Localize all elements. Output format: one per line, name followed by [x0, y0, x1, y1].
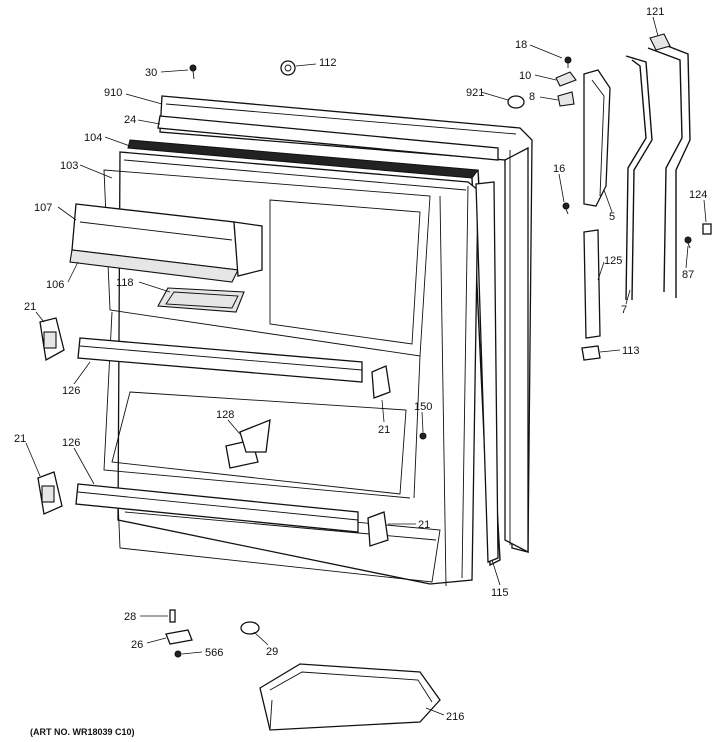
screw-150 [419, 432, 427, 440]
callout-126-lower: 126 [62, 437, 80, 449]
hinge-pin-10 [555, 71, 577, 87]
door-bin [259, 663, 441, 731]
door-shelf-upper [77, 337, 363, 383]
callout-18: 18 [515, 39, 527, 51]
hinge-pin-8 [557, 91, 575, 107]
screw-566 [174, 650, 182, 658]
gasket-strip [475, 181, 499, 563]
callout-103: 103 [60, 160, 78, 172]
screw-18 [564, 56, 572, 68]
callout-21-upper-right: 21 [378, 424, 390, 436]
callout-28: 28 [124, 611, 136, 623]
callout-125: 125 [604, 255, 622, 267]
door-shelf-lower [75, 483, 359, 533]
butter-tray [157, 287, 245, 313]
callout-30: 30 [145, 67, 157, 79]
cap-29 [240, 621, 260, 635]
callout-216: 216 [446, 711, 464, 723]
leader-lines [25, 16, 707, 716]
handle-trim [647, 33, 691, 298]
callout-16: 16 [553, 163, 565, 175]
callout-118: 118 [116, 277, 134, 289]
callout-115: 115 [491, 587, 509, 599]
button-113 [581, 345, 601, 361]
callout-107: 107 [34, 202, 52, 214]
callout-5: 5 [609, 211, 615, 223]
screw-30 [189, 64, 197, 80]
callout-8: 8 [529, 91, 535, 103]
callout-106: 106 [46, 279, 64, 291]
callout-113: 113 [622, 345, 640, 357]
callout-150: 150 [414, 401, 432, 413]
callout-24: 24 [124, 114, 136, 126]
callout-10: 10 [519, 70, 531, 82]
callout-124: 124 [689, 189, 707, 201]
callout-126-upper: 126 [62, 385, 80, 397]
callout-21-upper-left: 21 [24, 301, 36, 313]
plug-124 [702, 223, 712, 235]
callout-labels: 121 18 30 112 10 910 921 8 24 104 103 16… [14, 6, 707, 723]
screw-87 [684, 236, 692, 249]
callout-128: 128 [216, 409, 234, 421]
callout-26: 26 [131, 639, 143, 651]
hinge-bracket [583, 69, 611, 207]
callout-121: 121 [646, 6, 664, 18]
callout-21-lower-left: 21 [14, 433, 26, 445]
cap-112 [280, 60, 296, 76]
callout-21-lower-right: 21 [418, 519, 430, 531]
callout-7: 7 [621, 304, 627, 316]
shelf-bracket-right-upper [371, 365, 391, 399]
callout-29: 29 [266, 646, 278, 658]
callout-87: 87 [682, 269, 694, 281]
art-number: (ART NO. WR18039 C10) [30, 727, 135, 737]
dairy-compartment-door [69, 203, 263, 283]
pin-28 [169, 609, 176, 623]
holder-128 [225, 418, 271, 469]
shelf-bracket-left-upper [39, 317, 65, 362]
trim-125 [583, 229, 601, 339]
shelf-bracket-right-lower [367, 511, 389, 547]
door-handle [625, 55, 653, 301]
plug-921 [507, 95, 525, 109]
callout-921: 921 [466, 87, 484, 99]
outer-door-panel [159, 95, 533, 554]
plate-26 [165, 629, 193, 645]
screw-16 [562, 202, 570, 215]
callout-112: 112 [319, 57, 337, 69]
shelf-bracket-left-lower [37, 471, 63, 515]
callout-566: 566 [205, 647, 223, 659]
callout-910: 910 [104, 87, 122, 99]
callout-104: 104 [84, 132, 102, 144]
